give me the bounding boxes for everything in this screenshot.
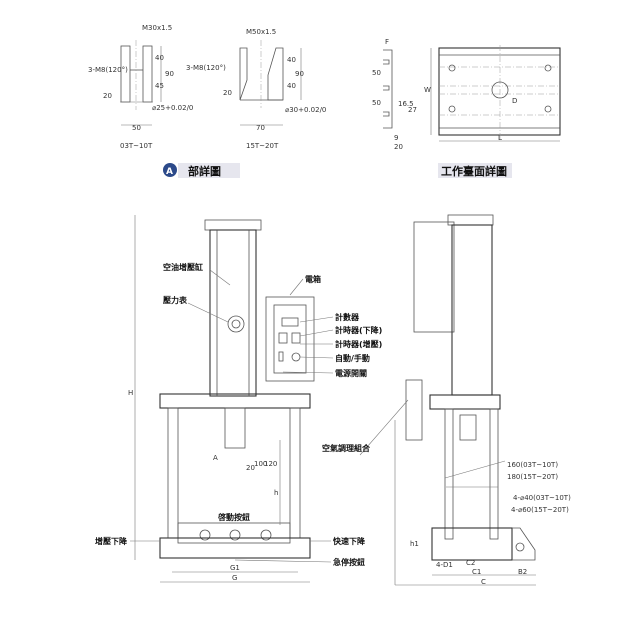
dim-f: F	[385, 38, 389, 46]
side-view: 空氣調理組合 160(03T~10T) 180(15T~20T) 4-⌀40(0…	[322, 214, 571, 586]
dim-20: 20	[246, 464, 255, 472]
dim-40: 40	[287, 56, 296, 64]
dim-h1: h1	[410, 540, 419, 548]
table-detail-heading: 工作臺面詳圖	[441, 164, 507, 178]
thread-label: M30x1.5	[142, 24, 172, 32]
dim-B2: B2	[518, 568, 527, 576]
dim-C2: C2	[466, 559, 475, 567]
dim-col-60: 4-⌀60(15T~20T)	[511, 506, 569, 514]
dim-9: 9	[394, 134, 398, 142]
label-timer-down: 計時器(下降)	[335, 325, 382, 335]
dim-16-5: 16.5	[398, 100, 414, 108]
label-start: 啓動按鈕	[218, 512, 250, 522]
detail-a-small: M30x1.5 3-M8(120°) 40 45 90 20 ⌀25+0.02/…	[88, 24, 193, 150]
holes-label: 3-M8(120°)	[186, 64, 226, 72]
dim-C: C	[481, 578, 486, 586]
dim-100: 100	[254, 460, 267, 468]
label-timer-boost: 計時器(增壓)	[335, 339, 382, 349]
dim-D1: 4-D1	[436, 561, 453, 569]
bore-dim: ⌀25+0.02/0	[152, 104, 193, 112]
detail-a-heading: 部詳圖	[188, 164, 221, 178]
dim-90: 90	[165, 70, 174, 78]
range-label: 03T~10T	[120, 142, 153, 150]
label-air-unit: 空氣調理組合	[322, 443, 371, 453]
dim-C1: C1	[472, 568, 481, 576]
dim-40: 40	[287, 82, 296, 90]
width-dim: 70	[256, 124, 265, 132]
range-label: 15T~20T	[246, 142, 279, 150]
dim-col-40: 4-⌀40(03T~10T)	[513, 494, 571, 502]
label-estop: 急停按鈕	[333, 557, 365, 567]
dim-45: 45	[155, 82, 164, 90]
bore-dim: ⌀30+0.02/0	[285, 106, 326, 114]
dim-40: 40	[155, 54, 164, 62]
dim-A: A	[213, 454, 218, 462]
dim-h: h	[274, 489, 278, 497]
badge-a: A	[166, 167, 173, 177]
label-fast-down: 快速下降	[333, 536, 366, 546]
dim-G: G	[232, 574, 237, 582]
detail-a-title: A 部詳圖	[163, 163, 240, 178]
dim-d: D	[512, 97, 517, 105]
label-gauge: 壓力表	[163, 295, 188, 305]
label-auto-manual: 自動/手動	[335, 353, 370, 363]
dim-180: 180(15T~20T)	[507, 473, 558, 481]
dim-20: 20	[103, 92, 112, 100]
width-dim: 50	[132, 124, 141, 132]
label-box: 電箱	[305, 274, 321, 284]
label-boost-down: 增壓下降	[95, 536, 128, 546]
dim-l: L	[498, 134, 502, 142]
holes-label: 3-M8(120°)	[88, 66, 128, 74]
thread-label: M50x1.5	[246, 28, 276, 36]
dim-160: 160(03T~10T)	[507, 461, 558, 469]
detail-a-large: M50x1.5 3-M8(120°) 40 40 90 20 ⌀30+0.02/…	[186, 28, 326, 150]
front-view: 空油增壓缸 壓力表 電箱 計數器 計時器(下降) 計時器(增壓) 自動/手動 電…	[95, 215, 382, 583]
label-cylinder: 空油增壓缸	[163, 262, 203, 272]
label-counter: 計數器	[335, 312, 360, 322]
dim-120: 120	[264, 460, 277, 468]
table-detail: F 50 50 16.5 27 9 20 W L D 工作臺面詳圖	[372, 38, 561, 178]
dim-H: H	[128, 389, 133, 397]
dim-90: 90	[295, 70, 304, 78]
dim-G1: G1	[230, 564, 240, 572]
dim-27: 27	[408, 106, 417, 114]
dim-20: 20	[223, 89, 232, 97]
dim-50: 50	[372, 69, 381, 77]
dim-50: 50	[372, 99, 381, 107]
dim-w: W	[424, 86, 431, 94]
dim-20: 20	[394, 143, 403, 151]
label-power: 電源開關	[335, 368, 367, 378]
